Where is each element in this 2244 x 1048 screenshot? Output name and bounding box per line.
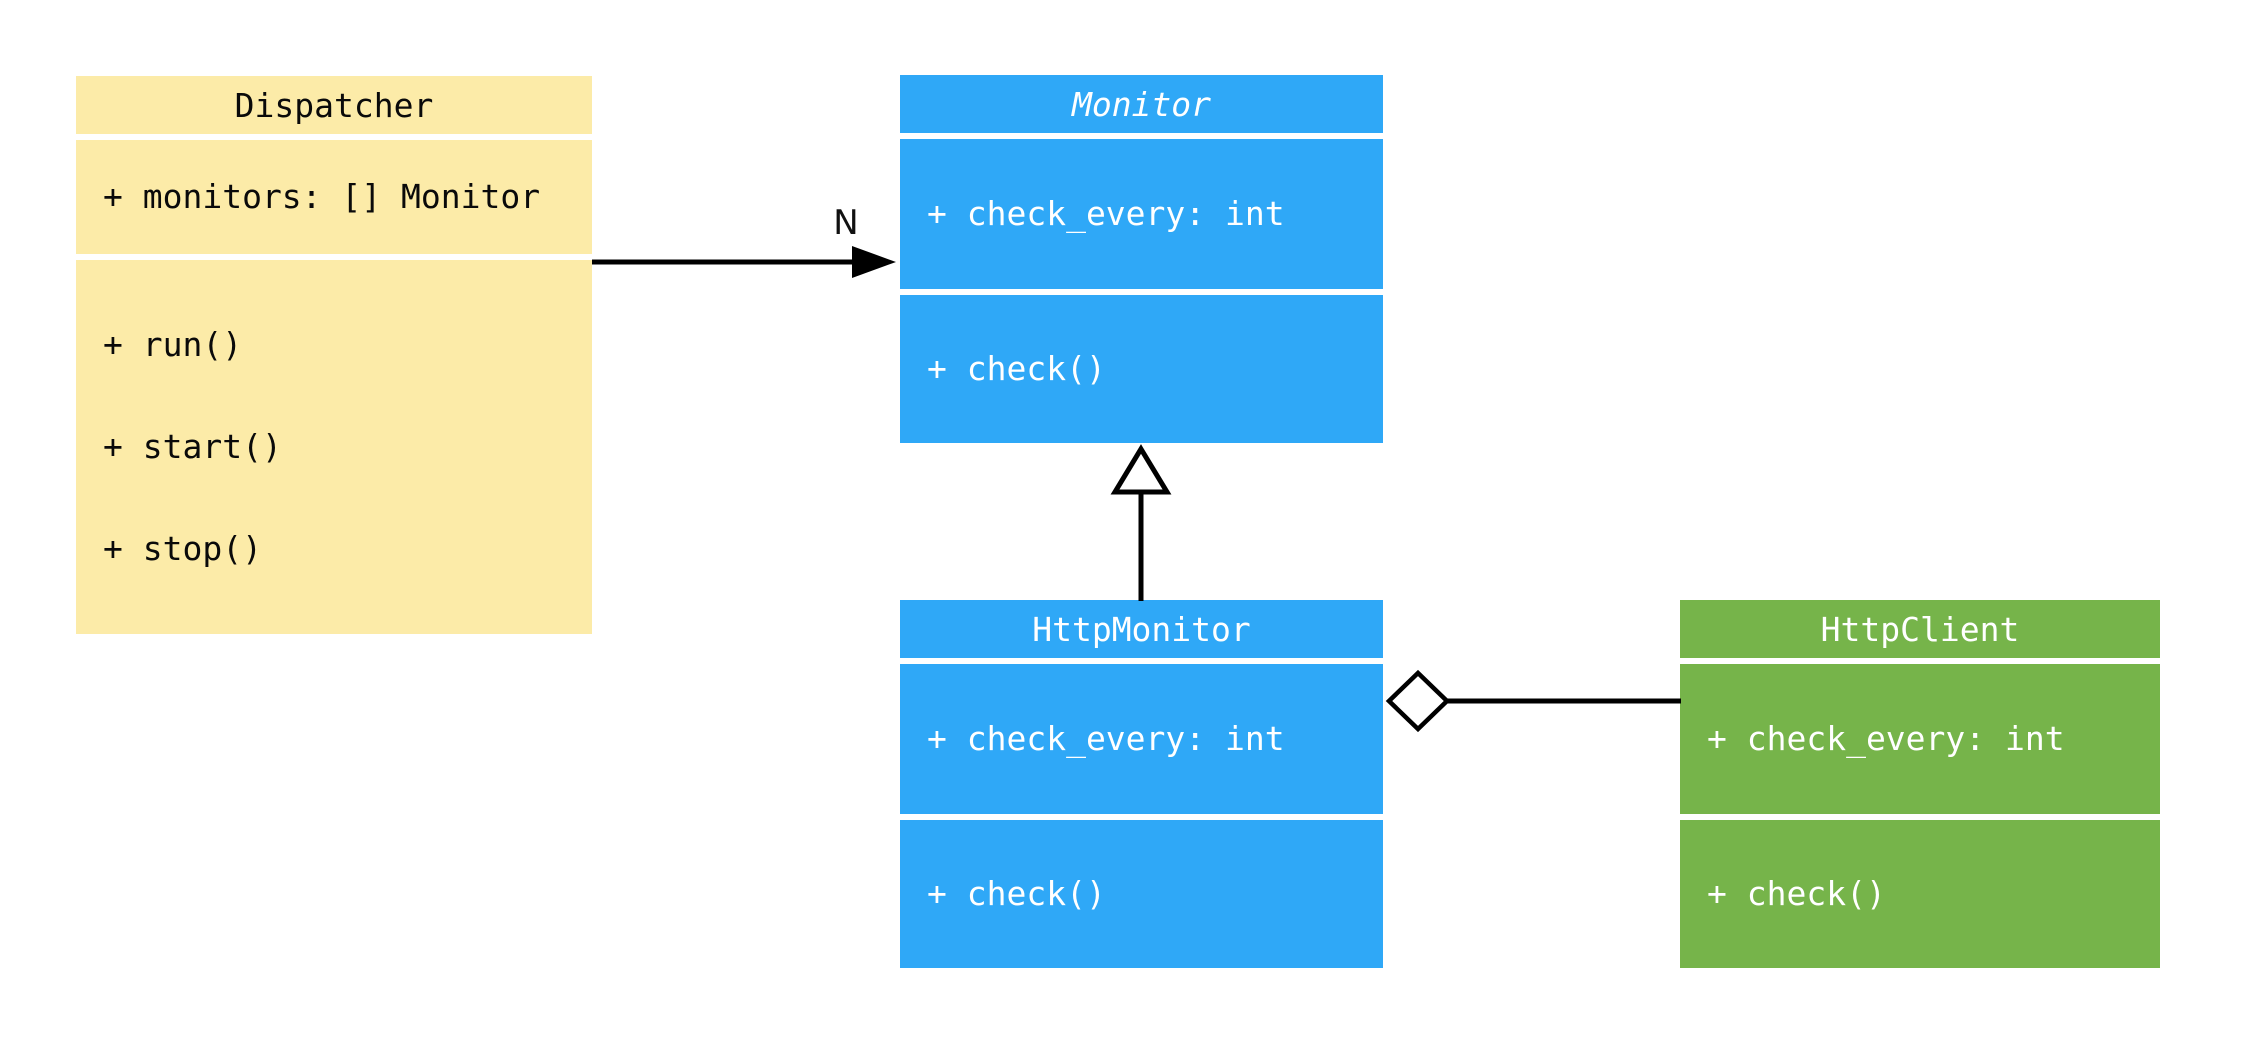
class-methods-section: + check() xyxy=(900,295,1383,443)
class-method: + check() xyxy=(927,874,1106,913)
class-methods-section: + check() xyxy=(900,820,1383,968)
class-methods-section: + run() + start() + stop() xyxy=(76,260,592,634)
class-title: HttpClient xyxy=(1680,600,2160,658)
multiplicity-label: N xyxy=(833,203,859,243)
class-title: Monitor xyxy=(900,75,1383,133)
class-method: + check() xyxy=(927,349,1106,388)
class-title: Dispatcher xyxy=(76,76,592,134)
class-httpclient: HttpClient + check_every: int + check() xyxy=(1680,600,2160,968)
class-attribute: + monitors: [] Monitor xyxy=(103,177,541,216)
inheritance-triangle-icon xyxy=(1110,444,1172,495)
class-attribute: + check_every: int xyxy=(927,194,1285,233)
class-method: + stop() xyxy=(103,529,262,568)
class-attribute: + check_every: int xyxy=(1707,719,2065,758)
class-title: HttpMonitor xyxy=(900,600,1383,658)
class-attributes-section: + check_every: int xyxy=(900,139,1383,289)
association-arrowhead-icon xyxy=(852,246,896,278)
class-attributes-section: + monitors: [] Monitor xyxy=(76,140,592,254)
class-method: + start() xyxy=(103,427,282,466)
aggregation-diamond-icon xyxy=(1385,669,1451,733)
class-monitor: Monitor + check_every: int + check() xyxy=(900,75,1383,443)
class-attribute: + check_every: int xyxy=(927,719,1285,758)
class-method: + run() xyxy=(103,325,243,364)
class-attributes-section: + check_every: int xyxy=(900,664,1383,814)
class-httpmonitor: HttpMonitor + check_every: int + check() xyxy=(900,600,1383,968)
class-methods-section: + check() xyxy=(1680,820,2160,968)
class-method: + check() xyxy=(1707,874,1886,913)
class-dispatcher: Dispatcher + monitors: [] Monitor + run(… xyxy=(76,76,592,634)
class-attributes-section: + check_every: int xyxy=(1680,664,2160,814)
